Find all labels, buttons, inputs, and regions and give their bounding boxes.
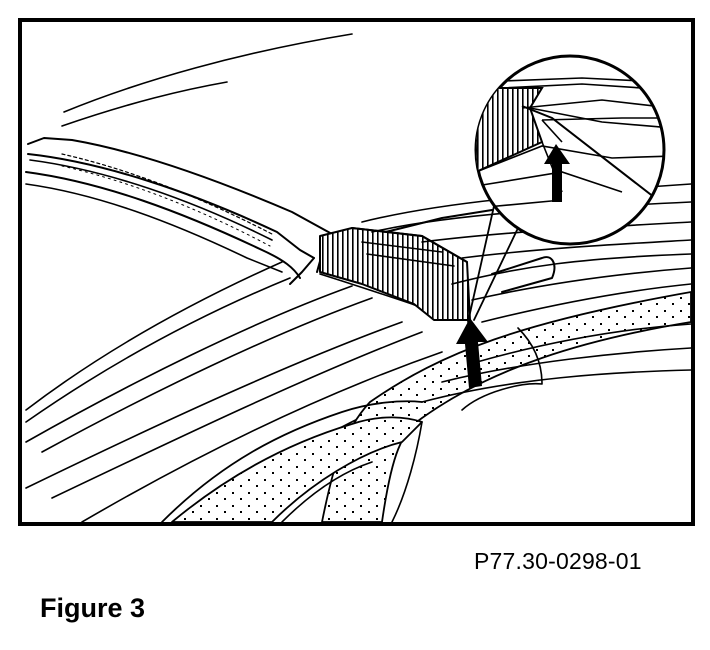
trim-strip	[25, 137, 353, 279]
joint-block	[319, 227, 471, 321]
arrow-up-icon	[456, 318, 488, 388]
line-drawing	[25, 33, 691, 522]
magnifier-detail-icon	[474, 54, 666, 246]
weatherstrip	[161, 283, 691, 522]
arrow-up-icon	[544, 144, 570, 202]
roof-edge	[61, 33, 353, 127]
figure-frame	[18, 18, 695, 526]
leader-lines	[467, 205, 519, 323]
figure-caption: Figure 3	[40, 593, 146, 623]
part-number: P77.30-0298-01	[474, 548, 642, 574]
